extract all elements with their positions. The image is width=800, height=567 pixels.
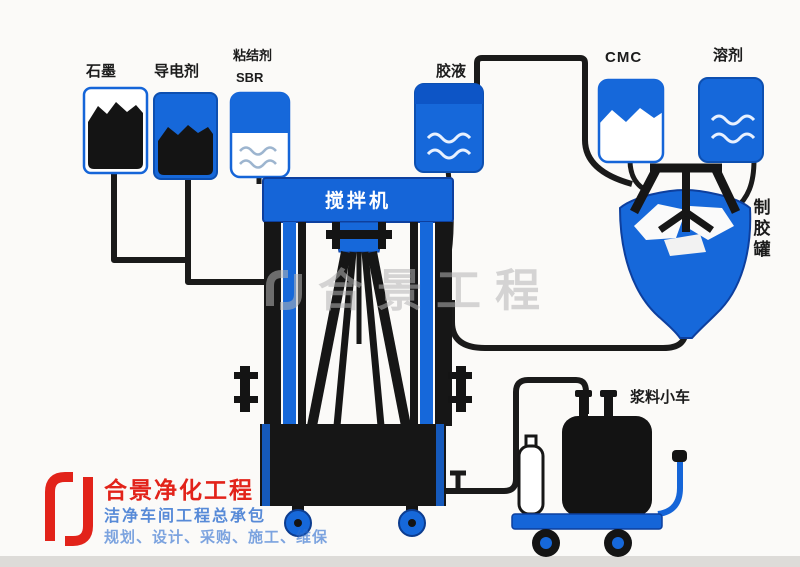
mixer-post — [298, 222, 306, 426]
mixer-post — [410, 222, 418, 426]
tank-cmc: CMC — [597, 49, 665, 164]
brand-logo — [45, 472, 73, 541]
caster-hub — [408, 519, 416, 527]
glue-tank-paddle — [634, 204, 686, 240]
discharge-valve — [450, 470, 466, 491]
pump-body — [517, 444, 545, 516]
pump-cylinder — [517, 434, 545, 516]
mixer-clamp — [378, 222, 386, 249]
solvent-wave — [710, 114, 756, 126]
hopper-conductive-agent: 导电剂 — [153, 62, 218, 180]
binder-liquid-wave — [239, 146, 277, 156]
glue-tank-paddle — [664, 234, 706, 256]
pipe-glue-tank-outlet — [449, 300, 689, 351]
bracket-pin — [448, 396, 472, 403]
cmc-material — [599, 80, 663, 124]
brand-logo — [65, 477, 93, 546]
bracket-pin — [234, 372, 258, 379]
mixer-post — [435, 222, 452, 426]
solvent-wave — [710, 132, 756, 144]
mixer-post — [264, 222, 281, 426]
mixer-leg — [307, 251, 351, 427]
tank-glue-solution: 胶液 — [414, 62, 484, 173]
label-binder-type: SBR — [236, 70, 264, 85]
conductive-material — [158, 125, 213, 175]
bracket-bar — [456, 366, 466, 412]
cart-inlet-pipe — [604, 396, 613, 420]
label-slurry-cart: 浆料小车 — [630, 388, 690, 406]
cart-wheel-hub — [612, 537, 624, 549]
pipe-conductive-to-mixer — [185, 174, 268, 285]
label-conductive-agent: 导电剂 — [154, 62, 199, 80]
label-cmc: CMC — [605, 49, 642, 66]
bottom-edge — [0, 556, 800, 567]
cart-inlet-cap — [600, 390, 617, 397]
glue-solution-wave — [426, 148, 472, 160]
cart-handle-grip — [672, 450, 687, 462]
watermark-logo — [266, 270, 288, 306]
mixer-vessel-edge — [436, 424, 444, 506]
cart-tank — [562, 416, 652, 516]
label-solvent: 溶剂 — [713, 46, 743, 64]
watermark: 合景工程 — [266, 265, 554, 316]
slurry-cart: 浆料小车 — [511, 388, 690, 557]
mixer-clamp — [332, 222, 340, 249]
cart-wheel-hub — [540, 537, 552, 549]
glue-tank-frame-leg — [630, 167, 660, 215]
pipe-glue-tank-to-glue-solution — [474, 55, 633, 187]
label-binder: 粘结剂 — [232, 48, 272, 63]
tank-solvent: 溶剂 — [698, 46, 764, 163]
mixer: 搅拌机 — [234, 177, 472, 537]
watermark-logo — [280, 274, 302, 310]
bracket-pin — [234, 396, 258, 403]
solvent-vessel — [698, 77, 764, 163]
binder-top-fill — [231, 93, 289, 133]
watermark-text: 合景工程 — [318, 265, 554, 316]
glue-tank-paddle — [688, 206, 734, 240]
mixer-leg — [367, 251, 411, 427]
caster-hub — [294, 519, 302, 527]
glue-making-tank: 制胶罐 — [618, 163, 772, 339]
mixer-bracket-left — [234, 366, 258, 412]
mixer-bracket-right — [448, 366, 472, 412]
cart-inlet-pipe — [579, 396, 588, 420]
glue-solution-wave — [426, 132, 472, 144]
footer-brand: 合景净化工程 洁净车间工程总承包 规划、设计、采购、施工、维保 — [45, 472, 328, 546]
hopper-binder-sbr: 粘结剂 SBR — [229, 48, 291, 179]
label-mixer: 搅拌机 — [325, 189, 391, 212]
mixer-vessel — [260, 424, 446, 506]
label-graphite: 石墨 — [85, 63, 116, 80]
brand-company-name: 合景净化工程 — [104, 477, 254, 503]
mixer-leg — [333, 251, 357, 427]
hopper-graphite: 石墨 — [82, 63, 149, 175]
cart-handle — [657, 462, 683, 517]
mixer-vessel-edge — [262, 424, 270, 506]
label-glue-tank: 制胶罐 — [751, 197, 772, 261]
brand-services: 规划、设计、采购、施工、维保 — [104, 528, 328, 546]
binder-liquid-wave — [239, 159, 277, 169]
cart-inlet-cap — [575, 390, 592, 397]
brand-tagline: 洁净车间工程总承包 — [104, 506, 266, 525]
mixer-clamp-bar — [326, 230, 392, 239]
bracket-pin — [448, 372, 472, 379]
cart-platform — [511, 513, 663, 530]
pipe-mixer-to-cart — [438, 377, 589, 494]
glue-tank-frame-leg — [711, 168, 741, 214]
mixer-post-blue — [283, 222, 296, 424]
glue-solution-lid — [415, 84, 483, 104]
label-glue-solution: 胶液 — [436, 62, 467, 80]
mixer-post-blue — [420, 222, 433, 424]
bracket-bar — [240, 366, 250, 412]
glue-tank-agitator-arms — [658, 209, 714, 233]
mixer-leg — [361, 251, 385, 427]
pipe-graphite-to-mixer — [111, 168, 188, 263]
graphite-material — [88, 102, 143, 169]
